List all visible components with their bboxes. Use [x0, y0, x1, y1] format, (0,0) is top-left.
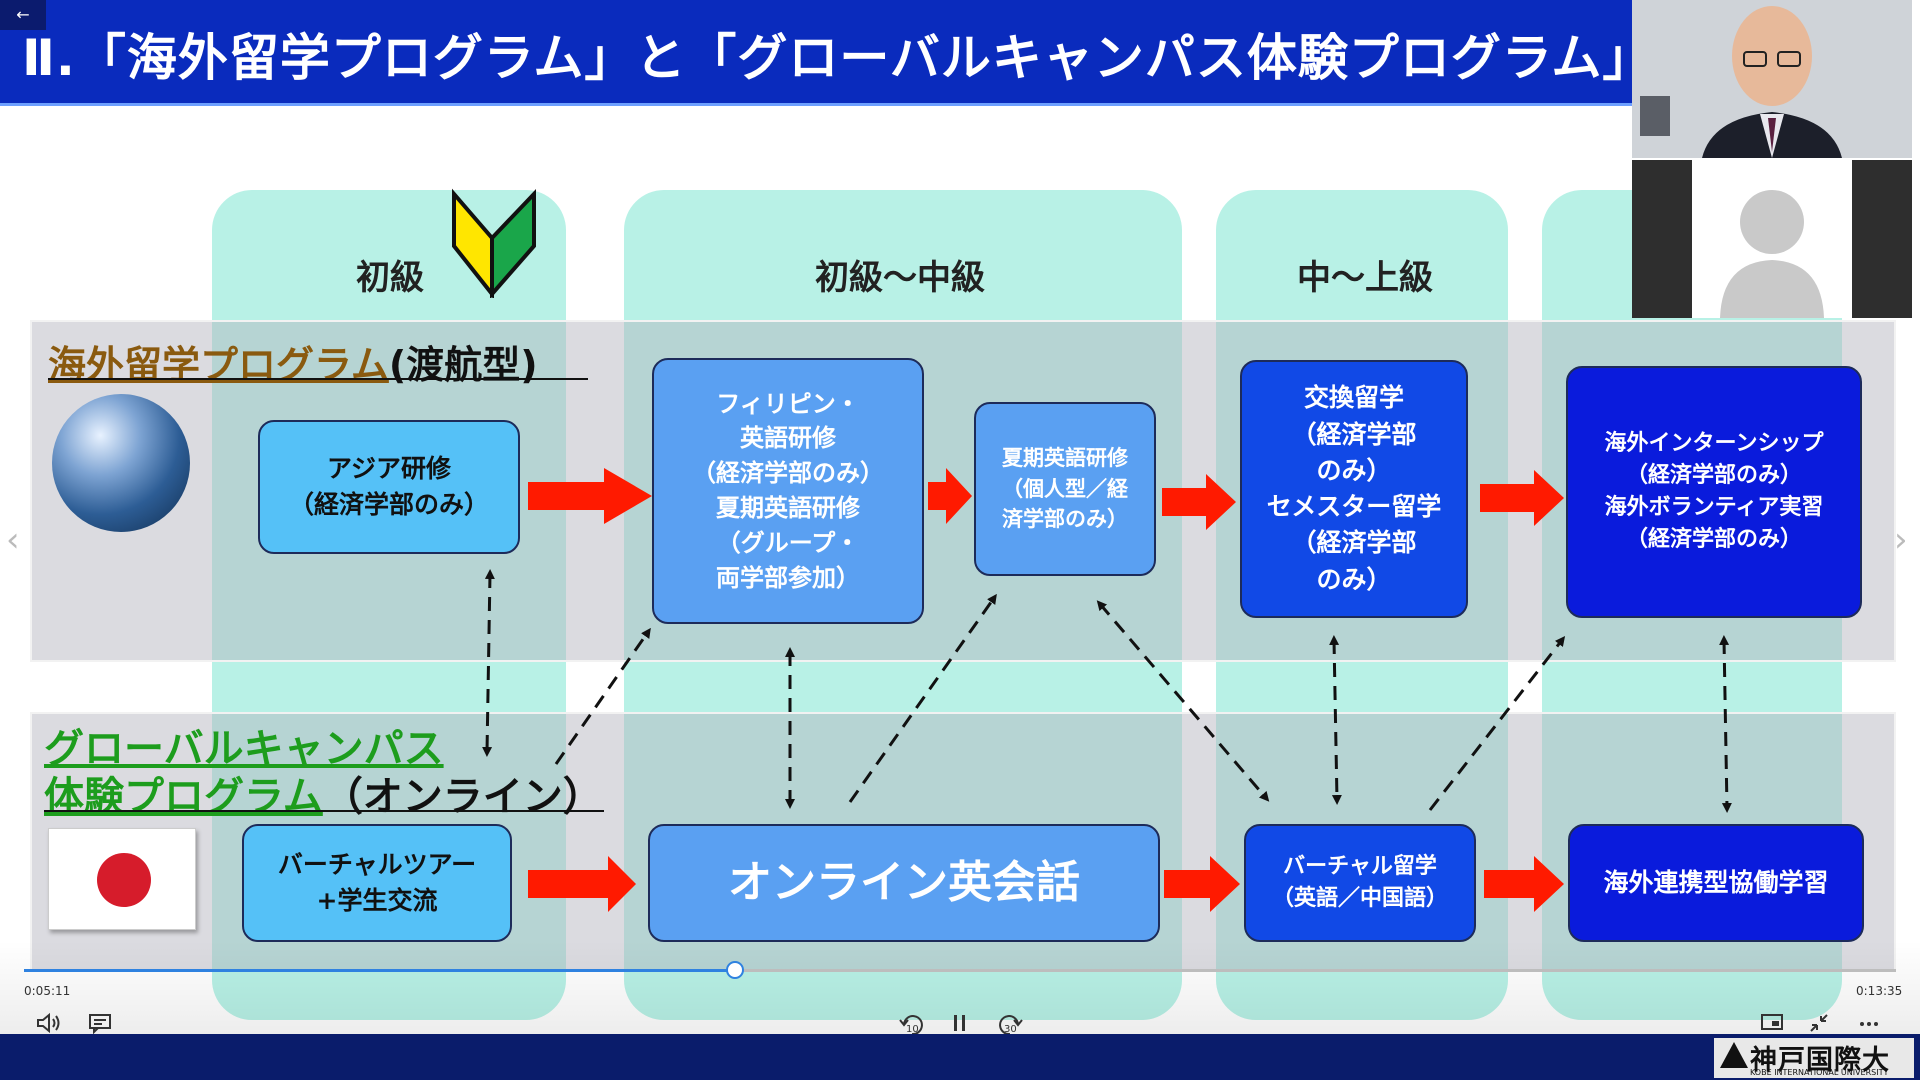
online-title-underline [44, 810, 604, 812]
overseas-title-underline [48, 378, 588, 380]
program-box-exchange-semester: 交換留学 （経済学部 のみ） セメスター留学 （経済学部 のみ） [1240, 360, 1468, 618]
forward-label: 30 [1004, 1024, 1017, 1035]
dashed-link-virtual-internship [1428, 636, 1566, 811]
program-box-virtual-tour: バーチャルツアー +学生交流 [242, 824, 512, 942]
red-arrow-bottom-3 [1484, 856, 1564, 912]
footer-bar [0, 1034, 1920, 1080]
university-emblem-icon [1720, 1042, 1748, 1068]
dashed-link-exchange-virtual [1329, 635, 1342, 805]
progress-fill [24, 969, 735, 972]
globe-icon [52, 394, 190, 532]
captions-icon[interactable] [88, 1012, 112, 1034]
progress-track[interactable] [24, 969, 1896, 972]
online-section-title-line2: 体験プログラム（オンライン） [44, 764, 603, 822]
online-section-title-line1: グローバルキャンパス [44, 726, 444, 772]
participant-avatar-icon [1632, 160, 1912, 318]
program-box-virtual-study-abroad: バーチャル留学 （英語／中国語） [1244, 824, 1476, 942]
dashed-link-summer-online [848, 593, 997, 803]
red-arrow-top-2 [928, 468, 972, 524]
program-box-collaborative-learning: 海外連携型協働学習 [1568, 824, 1864, 942]
dashed-link-summer-virtual [1096, 600, 1270, 802]
level-label-beginner-intermediate: 初級～中級 [815, 258, 985, 298]
online-title-main: 体験プログラム [44, 774, 323, 820]
current-time: 0:05:11 [24, 984, 71, 998]
total-time: 0:13:35 [1856, 984, 1903, 998]
beginner-mark-icon [452, 188, 536, 298]
pause-icon[interactable] [952, 1012, 968, 1034]
prev-slide-icon[interactable]: ‹ [6, 520, 20, 560]
level-label-beginner: 初級 [356, 258, 424, 298]
fullscreen-exit-icon[interactable] [1808, 1012, 1830, 1034]
red-arrow-top-1 [528, 468, 652, 524]
more-options-icon[interactable] [1858, 1012, 1880, 1034]
red-arrow-top-4 [1480, 470, 1564, 526]
program-box-internship-volunteer: 海外インターンシップ （経済学部のみ） 海外ボランティア実習 （経済学部のみ） [1566, 366, 1862, 618]
program-box-philippines-summer: フィリピン・ 英語研修 （経済学部のみ） 夏期英語研修 （グループ・ 両学部参加… [652, 358, 924, 624]
rewind-label: 10 [906, 1024, 919, 1035]
university-name-en: KOBE INTERNATIONAL UNIVERSITY [1750, 1068, 1889, 1077]
forward-icon [999, 1015, 1023, 1036]
progress-handle[interactable] [726, 961, 744, 979]
presenter-figure-icon [1632, 0, 1912, 158]
red-arrow-top-3 [1162, 474, 1236, 530]
slide-title: Ⅱ.「海外留学プログラム」と「グローバルキャンパス体験プログラム」 [22, 29, 1654, 87]
participant-webcam[interactable] [1632, 160, 1912, 318]
level-label-intermediate-advanced: 中～上級 [1297, 258, 1433, 298]
volume-icon[interactable] [36, 1012, 62, 1034]
dashed-link-asia [482, 569, 495, 757]
player-controls-overlay [0, 940, 1920, 1044]
university-logo: 神戸国際大学 KOBE INTERNATIONAL UNIVERSITY [1714, 1038, 1914, 1078]
presenter-webcam[interactable] [1632, 0, 1912, 158]
dashed-link-internship-collab [1719, 635, 1732, 813]
program-box-online-english: オンライン英会話 [648, 824, 1160, 942]
rewind-button[interactable]: 10 [898, 1012, 926, 1038]
japan-flag-icon [48, 828, 196, 930]
next-slide-icon[interactable]: › [1894, 520, 1908, 560]
program-box-summer-individual: 夏期英語研修 （個人型／経 済学部のみ） [974, 402, 1156, 576]
red-arrow-bottom-1 [528, 856, 636, 912]
slide-title-bar: Ⅱ.「海外留学プログラム」と「グローバルキャンパス体験プログラム」 [0, 0, 1652, 106]
university-name-jp: 神戸国際大学 [1750, 1045, 1890, 1076]
red-arrow-bottom-2 [1164, 856, 1240, 912]
dashed-link-asia-philippines [554, 627, 651, 765]
picture-in-picture-icon[interactable] [1760, 1012, 1784, 1032]
online-title-sub: （オンライン） [322, 774, 603, 820]
forward-button[interactable]: 30 [996, 1012, 1024, 1038]
program-box-asia-training: アジア研修 （経済学部のみ） [258, 420, 520, 554]
rewind-icon [899, 1015, 923, 1036]
back-button[interactable]: ← [0, 0, 46, 30]
